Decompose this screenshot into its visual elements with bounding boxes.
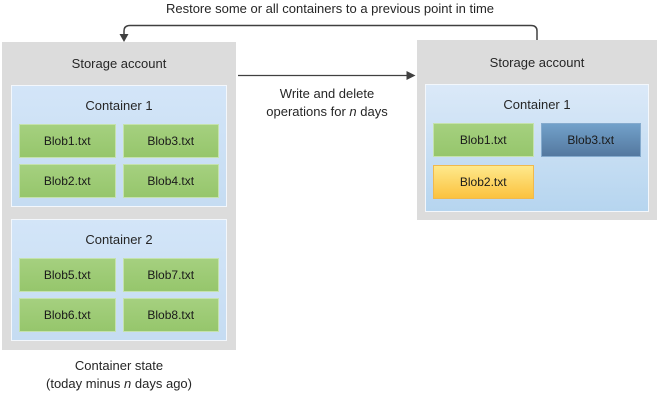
caption-n-variable: n <box>124 376 132 391</box>
blob-grid: Blob1.txt Blob3.txt Blob2.txt Blob4.txt <box>19 124 219 198</box>
container-title: Container 1 <box>503 96 571 112</box>
blob: Blob3.txt <box>540 123 641 157</box>
blob: Blob1.txt <box>19 124 116 158</box>
empty-blob-slot <box>541 165 642 199</box>
container-title: Container 1 <box>85 97 153 113</box>
container-title: Container 2 <box>85 231 153 247</box>
operations-line2-prefix: operations for <box>266 104 350 119</box>
blob: Blob2.txt <box>19 164 116 198</box>
left-account-caption: Container state (today minus n days ago) <box>2 357 236 393</box>
container-2-box: Container 2 Blob5.txt Blob7.txt Blob6.tx… <box>11 219 227 341</box>
caption-line2-prefix: (today minus <box>46 376 125 391</box>
storage-account-title: Storage account <box>489 54 585 70</box>
caption-line2-suffix: days ago) <box>131 376 192 391</box>
right-storage-account: Storage account Container 1 Blob1.txt Bl… <box>417 40 657 220</box>
blob: Blob2.txt <box>433 165 534 199</box>
operations-line1: Write and delete <box>279 86 375 101</box>
blob: Blob5.txt <box>19 258 116 292</box>
left-storage-account: Storage account Container 1 Blob1.txt Bl… <box>2 42 236 350</box>
container-1-box: Container 1 Blob1.txt Blob3.txt Blob2.tx… <box>425 84 649 212</box>
caption-line1: Container state <box>74 358 164 373</box>
blob: Blob3.txt <box>122 124 219 158</box>
blob: Blob6.txt <box>19 298 116 332</box>
blob-grid: Blob1.txt Blob3.txt Blob2.txt <box>433 123 641 199</box>
operations-n-variable: n <box>349 104 357 119</box>
write-delete-arrow-label: Write and delete operations for n days <box>243 85 411 121</box>
blob-grid: Blob5.txt Blob7.txt Blob6.txt Blob8.txt <box>19 258 219 332</box>
write-delete-arrow <box>238 71 416 80</box>
restore-arrow-label: Restore some or all containers to a prev… <box>165 1 495 16</box>
blob: Blob8.txt <box>122 298 219 332</box>
storage-account-title: Storage account <box>71 56 167 71</box>
blob: Blob7.txt <box>122 258 219 292</box>
blob: Blob4.txt <box>122 164 219 198</box>
operations-line2-suffix: days <box>356 104 388 119</box>
container-1-box: Container 1 Blob1.txt Blob3.txt Blob2.tx… <box>11 85 227 207</box>
blob: Blob1.txt <box>433 123 534 157</box>
